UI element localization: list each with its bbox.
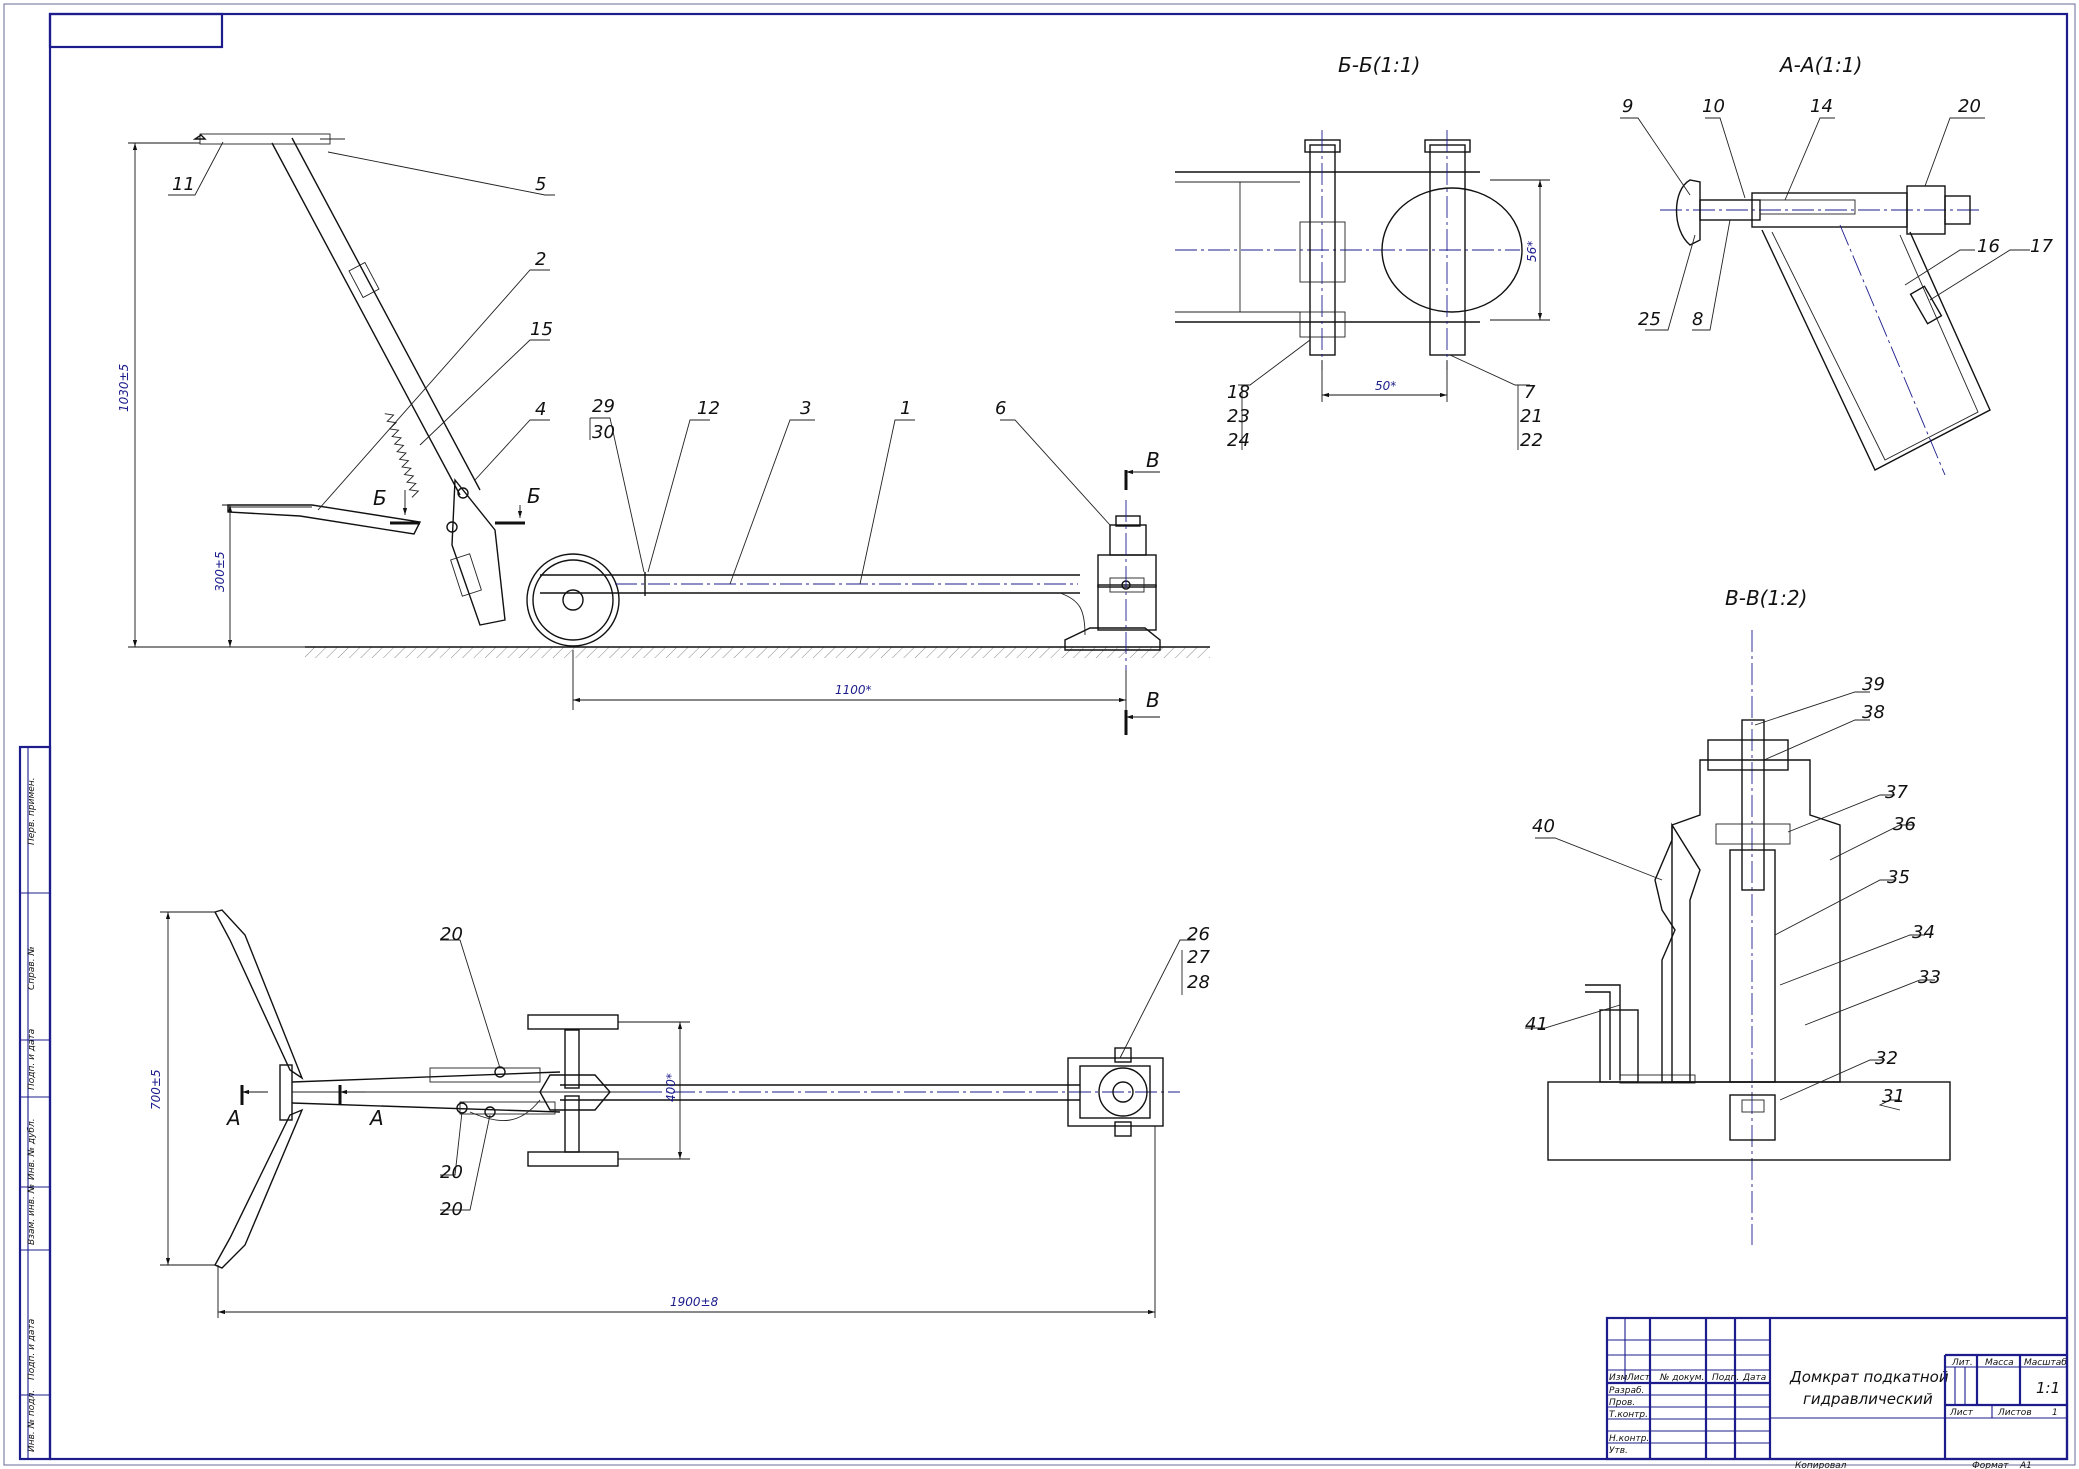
dim-height-low: 300±5 [213,551,227,592]
sheet-frame [3,3,2076,1466]
tb-prov: Пров. [1609,1398,1635,1408]
callout-36: 36 [1893,814,1916,835]
callout-8: 8 [1692,309,1703,330]
callout-33: 33 [1918,967,1941,988]
cut-v-bottom: В [1146,688,1160,712]
callout-7: 7 [1524,382,1536,403]
tb-list: Лист [1626,1373,1651,1383]
dim-height-total: 1030±5 [117,364,131,412]
callout-18: 18 [1227,382,1250,403]
plan-view: 700±5 400* 1900±8 А А 20 26 27 28 20 20 [149,909,1210,1318]
callout-14: 14 [1810,96,1833,117]
dim-length-total: 1900±8 [670,1295,719,1309]
callout-25: 25 [1638,309,1661,330]
callout-4: 4 [535,399,546,420]
tb-razrab: Разраб. [1609,1386,1644,1396]
tb-podp: Подп. [1712,1373,1739,1383]
callout-38: 38 [1862,702,1885,723]
callout-2: 2 [535,249,546,270]
tb-scale-value: 1:1 [2036,1379,2060,1397]
callout-31: 31 [1882,1086,1905,1107]
tb-name-line1: Домкрат подкатной [1789,1368,1949,1386]
callout-24: 24 [1227,430,1250,451]
strip-label-2: Справ. № [27,946,37,990]
section-vv: В-В(1:2) 39 38 37 36 35 34 33 [1525,586,1951,1245]
section-bb-title: Б-Б(1:1) [1338,53,1420,77]
callout-16: 16 [1977,236,2000,257]
callout-28: 28 [1187,972,1210,993]
section-aa: А-А(1:1) 9 10 14 20 16 17 25 8 [1620,53,2053,476]
section-aa-title: А-А(1:1) [1778,53,1862,77]
callout-26: 26 [1187,924,1210,945]
dim-bb-height: 56* [1525,241,1539,262]
callout-1: 1 [900,398,911,419]
callout-30: 30 [592,422,615,443]
tb-format: Формат [1972,1461,2009,1469]
callout-40: 40 [1532,816,1555,837]
tb-copied: Копировал [1795,1461,1847,1469]
tb-sheets: Листов [1997,1408,2032,1418]
cut-a-left: А [225,1106,241,1130]
callout-35: 35 [1887,867,1910,888]
callout-6: 6 [995,398,1006,419]
callout-20-plan-mid: 20 [440,1162,463,1183]
tb-mass: Масса [1985,1358,2014,1368]
callout-11: 11 [172,174,195,195]
tb-sheets-value: 1 [2052,1408,2058,1418]
tb-sheet: Лист [1949,1408,1974,1418]
dim-bb-width: 50* [1375,379,1396,393]
callout-21: 21 [1520,406,1543,427]
ground-hatch [305,647,1210,658]
title-block: Изм Лист № докум. Подп. Дата Разраб. Про… [1605,1316,2069,1469]
strip-label-4: Инв. № дубл. [27,1118,37,1180]
tb-date: Дата [1742,1373,1766,1383]
callout-37: 37 [1885,782,1908,803]
strip-label-7: Инв. № подл. [27,1390,37,1452]
callout-5: 5 [535,174,546,195]
callout-20-plan-bottom: 20 [440,1199,463,1220]
section-vv-title: В-В(1:2) [1725,586,1807,610]
tb-doc-no: № докум. [1659,1373,1704,1383]
callout-41: 41 [1525,1014,1548,1035]
cut-v-top: В [1146,448,1160,472]
tb-format-value: А1 [2019,1461,2032,1469]
dim-width-handle: 700±5 [149,1069,163,1110]
callout-23: 23 [1227,406,1250,427]
callout-27: 27 [1187,947,1210,968]
callout-12: 12 [697,398,720,419]
callout-34: 34 [1912,922,1935,943]
tb-scale-label: Масштаб [2024,1358,2067,1368]
callout-32: 32 [1875,1048,1898,1069]
callout-20-aa: 20 [1958,96,1981,117]
callout-22: 22 [1520,430,1543,451]
cut-b-left: Б [373,486,387,510]
strip-label-6: Подп. и дата [27,1319,37,1380]
tb-nkontr: Н.контр. [1609,1434,1649,1444]
side-view: 1030±5 300±5 1100* Б Б В В 11 5 2 15 4 2… [117,133,1210,735]
callout-10: 10 [1702,96,1725,117]
strip-label-3: Подп. и дата [27,1029,37,1090]
cut-b-right: Б [527,484,541,508]
strip-label-5: Взам. инв. № [27,1184,37,1245]
dim-wheelbase: 1100* [835,683,872,697]
callout-29: 29 [592,396,615,417]
tb-izm: Изм [1609,1373,1628,1383]
tb-lit: Лит. [1951,1358,1973,1368]
dim-track: 400* [664,1073,678,1102]
callout-17: 17 [2030,236,2053,257]
side-strip: Перв. примен. Справ. № Подп. и дата Инв.… [18,745,52,1461]
tb-tkontr: Т.контр. [1609,1410,1648,1420]
callout-20-plan-top: 20 [440,924,463,945]
callout-9: 9 [1622,96,1633,117]
callout-3: 3 [800,398,811,419]
strip-label-1: Перв. примен. [27,777,37,845]
cut-a-right: А [368,1106,384,1130]
tb-utv: Утв. [1609,1446,1628,1456]
callout-15: 15 [530,319,553,340]
callout-39: 39 [1862,674,1885,695]
tb-name-line2: гидравлический [1803,1390,1933,1408]
section-bb: Б-Б(1:1) 56* 50* 18 23 24 7 [1175,53,1550,451]
